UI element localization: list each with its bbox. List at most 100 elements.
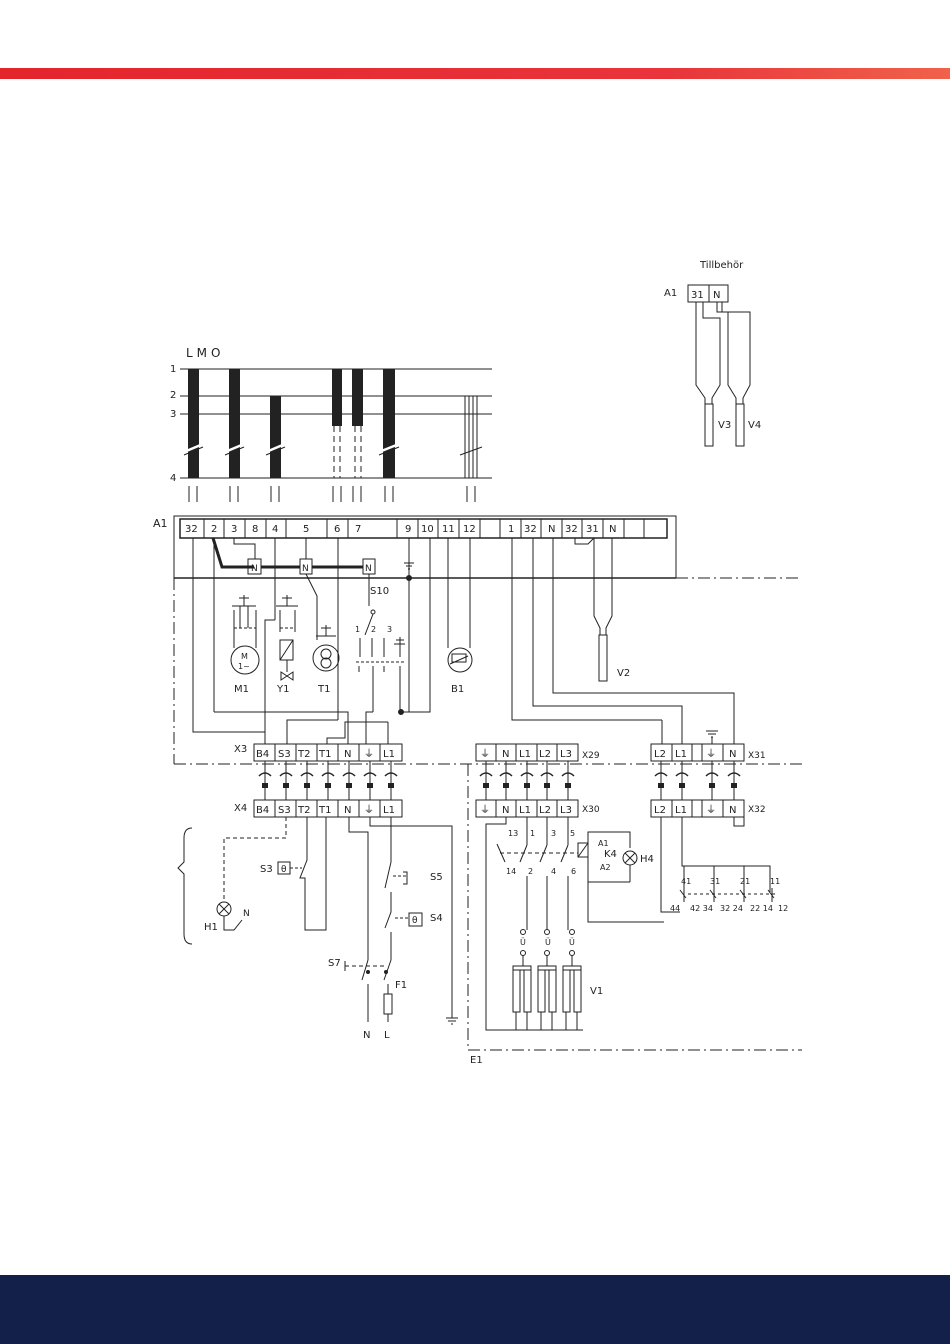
x4-t1: T1 xyxy=(318,805,331,816)
a1-terminal-3: 3 xyxy=(231,524,237,535)
x30-label: X30 xyxy=(582,805,600,815)
a1-terminal-31: 31 xyxy=(586,524,599,535)
terminal-x3: X3 B4 S3 T2 T1 N ⏚ L1 xyxy=(234,743,403,762)
k4-contact-1: 1 xyxy=(530,829,535,838)
x4-n: N xyxy=(344,805,351,816)
e1-label: E1 xyxy=(470,1055,483,1066)
terminal-x31: L2 L1 ⏚ N X31 xyxy=(650,743,766,762)
x31-n: N xyxy=(729,749,736,760)
a1-terminal-4: 4 xyxy=(272,524,278,535)
x3-label: X3 xyxy=(234,744,247,755)
a1-terminal-12: 12 xyxy=(463,524,476,535)
transformer-t1: T1 xyxy=(305,538,340,720)
x4-ground: ⏚ xyxy=(364,804,374,816)
x31-label: X31 xyxy=(748,751,766,761)
footer-bar xyxy=(0,1275,950,1344)
aux-contact-41: 41 xyxy=(681,877,691,886)
x32-l1: L1 xyxy=(675,805,687,816)
terminal-x30: ⏚ N L1 L2 L3 X30 xyxy=(475,799,600,818)
header-accent-bar xyxy=(0,68,950,79)
x4-label: X4 xyxy=(234,803,247,814)
v1-u-2: Ü xyxy=(545,937,551,947)
accessory-block: Tillbehör A1 31 N V3 V4 xyxy=(664,260,761,447)
k4-contact-3: 3 xyxy=(551,829,556,838)
h1-label: H1 xyxy=(204,922,218,933)
a1-terminal-1: 1 xyxy=(508,524,514,535)
s4-theta: θ xyxy=(412,916,418,926)
k4-contact-4: 4 xyxy=(551,867,556,876)
m1-label: M1 xyxy=(234,684,249,695)
tillbehor-label: Tillbehör xyxy=(699,260,744,271)
x30-ground: ⏚ xyxy=(480,804,490,816)
m1-symbol-top: M xyxy=(241,652,248,661)
v2-label: V2 xyxy=(617,668,630,679)
k4-a2-label: A2 xyxy=(600,863,611,872)
x29-ground: ⏚ xyxy=(480,748,490,760)
s10-contact-3: 3 xyxy=(387,625,392,634)
a1-terminal-8: 8 xyxy=(252,524,258,535)
plug-x29-x30 xyxy=(479,761,575,800)
y1-label: Y1 xyxy=(276,684,289,695)
lmo-row-2: 2 xyxy=(170,390,176,401)
x30-n: N xyxy=(502,805,509,816)
valve-y1: Y1 xyxy=(276,595,298,695)
aux-contact-21: 21 xyxy=(740,877,750,886)
tillbehor-terminal-n: N xyxy=(713,290,720,301)
s7-label: S7 xyxy=(328,958,341,969)
x29-l2: L2 xyxy=(539,749,551,760)
lmo-row-1: 1 xyxy=(170,364,176,375)
a1-terminal-32c: 32 xyxy=(565,524,578,535)
x4-b4: B4 xyxy=(256,805,269,816)
contactor-k4: 13 1 3 5 14 2 4 6 A1 K4 A2 H4 xyxy=(485,817,664,1031)
l-label: L xyxy=(384,1030,390,1041)
heater-v1: V1 xyxy=(512,965,603,1030)
aux-contact-22-14: 22 14 xyxy=(750,904,773,913)
a1-terminal-32b: 32 xyxy=(524,524,537,535)
x3-ground: ⏚ xyxy=(364,748,374,760)
a1-terminal-2: 2 xyxy=(211,524,217,535)
x30-l1: L1 xyxy=(519,805,531,816)
aux-contact-12: 12 xyxy=(778,904,788,913)
m1-symbol-bottom: 1~ xyxy=(238,662,250,671)
a1-terminal-10: 10 xyxy=(421,524,434,535)
lmo-row-4: 4 xyxy=(170,473,176,484)
v4-label: V4 xyxy=(748,420,761,431)
aux-contact-31: 31 xyxy=(710,877,720,886)
s3-theta: θ xyxy=(281,865,287,875)
switch-s10: S10 1 2 3 xyxy=(355,574,405,712)
v1-u-3: Ü xyxy=(569,937,575,947)
x32-n: N xyxy=(729,805,736,816)
x31-ground: ⏚ xyxy=(706,748,716,760)
t1-label: T1 xyxy=(317,684,330,695)
terminal-x32: L2 L1 ⏚ N X32 xyxy=(650,799,766,818)
x31-l2: L2 xyxy=(654,749,666,760)
motor-m1: M 1~ M1 xyxy=(213,538,260,712)
auxiliary-contacts: 41 31 21 11 44 42 34 32 24 22 14 12 xyxy=(660,817,788,913)
k4-a1-label: A1 xyxy=(598,839,609,848)
component-v2: V2 xyxy=(574,537,630,682)
k4-label: K4 xyxy=(604,849,617,860)
aux-contact-44: 44 xyxy=(670,904,680,913)
a1-terminal-strip: A1 32 2 3 8 4 5 6 7 9 10 11 xyxy=(153,515,677,579)
plug-x31-x32 xyxy=(654,761,741,800)
x4-s3: S3 xyxy=(278,805,291,816)
x3-t1: T1 xyxy=(318,749,331,760)
x31-l1: L1 xyxy=(675,749,687,760)
n-link-2: N xyxy=(302,564,309,574)
plug-x3-x4 xyxy=(258,761,398,800)
x3-s3: S3 xyxy=(278,749,291,760)
control-circuit: N H1 S3 θ S5 θ S4 S7 F1 N L xyxy=(177,817,458,1041)
s10-label: S10 xyxy=(370,586,389,597)
terminal-x29: ⏚ N L1 L2 L3 X29 xyxy=(475,743,600,762)
x32-ground: ⏚ xyxy=(706,804,716,816)
x3-b4: B4 xyxy=(256,749,269,760)
x4-t2: T2 xyxy=(297,805,310,816)
x3-n: N xyxy=(344,749,351,760)
k4-contact-5: 5 xyxy=(570,829,575,838)
a1-terminal-32: 32 xyxy=(185,524,198,535)
a1-terminal-6: 6 xyxy=(334,524,340,535)
aux-contact-11: 11 xyxy=(770,877,780,886)
n-link-1: N xyxy=(251,564,258,574)
x3-l1: L1 xyxy=(383,749,395,760)
